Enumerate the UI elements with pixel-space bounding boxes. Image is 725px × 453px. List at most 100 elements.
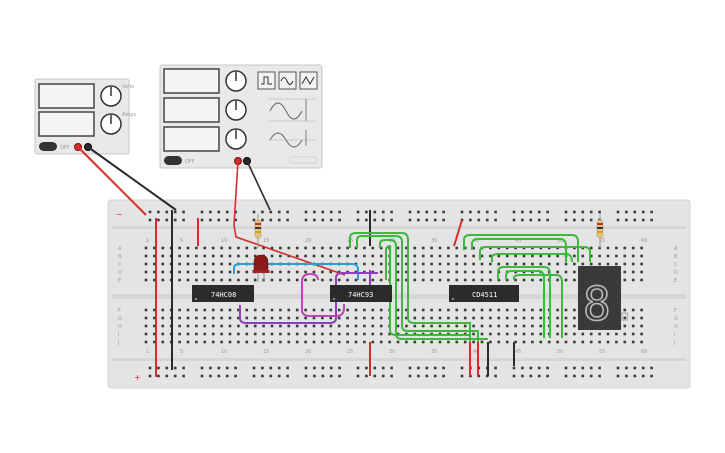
breadboard-hole[interactable] xyxy=(472,308,475,312)
breadboard-hole[interactable] xyxy=(405,340,408,344)
breadboard-hole[interactable] xyxy=(573,254,576,258)
breadboard-hole[interactable] xyxy=(220,246,223,250)
breadboard-hole[interactable] xyxy=(228,340,232,344)
breadboard-hole[interactable] xyxy=(477,218,481,222)
breadboard-hole[interactable] xyxy=(182,374,185,378)
breadboard-hole[interactable] xyxy=(200,210,204,214)
breadboard-hole[interactable] xyxy=(165,366,169,370)
breadboard-hole[interactable] xyxy=(356,218,360,222)
breadboard-hole[interactable] xyxy=(522,340,526,344)
breadboard-hole[interactable] xyxy=(447,262,450,266)
breadboard-hole[interactable] xyxy=(354,340,358,344)
breadboard-hole[interactable] xyxy=(153,254,156,258)
breadboard-hole[interactable] xyxy=(173,366,177,370)
breadboard-hole[interactable] xyxy=(363,316,366,320)
breadboard-hole[interactable] xyxy=(321,374,325,378)
breadboard-hole[interactable] xyxy=(421,262,425,266)
breadboard-hole[interactable] xyxy=(363,340,366,344)
breadboard-hole[interactable] xyxy=(556,278,559,282)
breadboard-hole[interactable] xyxy=(589,218,593,222)
breadboard-hole[interactable] xyxy=(505,316,509,320)
breadboard-hole[interactable] xyxy=(556,340,559,344)
breadboard-hole[interactable] xyxy=(211,254,215,258)
breadboard-hole[interactable] xyxy=(396,254,400,258)
breadboard-hole[interactable] xyxy=(321,270,324,274)
breadboard-hole[interactable] xyxy=(573,374,576,378)
breadboard-hole[interactable] xyxy=(373,210,377,214)
breadboard-hole[interactable] xyxy=(531,308,534,312)
breadboard-hole[interactable] xyxy=(161,254,165,258)
breadboard-hole[interactable] xyxy=(438,262,442,266)
breadboard-hole[interactable] xyxy=(514,332,517,336)
breadboard-hole[interactable] xyxy=(497,332,501,336)
breadboard-hole[interactable] xyxy=(425,210,429,214)
breadboard-hole[interactable] xyxy=(539,278,543,282)
breadboard-hole[interactable] xyxy=(430,262,433,266)
breadboard-hole[interactable] xyxy=(220,308,223,312)
breadboard-hole[interactable] xyxy=(556,332,559,336)
breadboard-hole[interactable] xyxy=(186,324,190,328)
breadboard-hole[interactable] xyxy=(625,366,628,370)
breadboard-hole[interactable] xyxy=(237,332,240,336)
breadboard-hole[interactable] xyxy=(430,308,433,312)
breadboard-hole[interactable] xyxy=(514,254,517,258)
breadboard-hole[interactable] xyxy=(211,270,215,274)
breadboard-hole[interactable] xyxy=(381,218,385,222)
breadboard-hole[interactable] xyxy=(346,254,349,258)
breadboard-hole[interactable] xyxy=(494,218,497,222)
breadboard-hole[interactable] xyxy=(153,262,156,266)
breadboard-hole[interactable] xyxy=(277,366,281,370)
breadboard-hole[interactable] xyxy=(497,324,501,328)
breadboard-hole[interactable] xyxy=(253,278,257,282)
breadboard-hole[interactable] xyxy=(144,278,148,282)
breadboard-hole[interactable] xyxy=(505,308,509,312)
breadboard-hole[interactable] xyxy=(641,374,645,378)
breadboard-hole[interactable] xyxy=(417,366,420,370)
breadboard-hole[interactable] xyxy=(195,254,198,258)
breadboard-hole[interactable] xyxy=(615,340,618,344)
breadboard-hole[interactable] xyxy=(606,254,610,258)
breadboard-hole[interactable] xyxy=(455,270,459,274)
breadboard-hole[interactable] xyxy=(531,278,534,282)
breadboard-hole[interactable] xyxy=(373,366,377,370)
breadboard-hole[interactable] xyxy=(430,340,433,344)
breadboard-hole[interactable] xyxy=(379,332,383,336)
breadboard-hole[interactable] xyxy=(631,246,635,250)
breadboard-hole[interactable] xyxy=(455,340,459,344)
breadboard-hole[interactable] xyxy=(381,374,385,378)
resistor-1[interactable] xyxy=(254,214,262,248)
breadboard-hole[interactable] xyxy=(396,316,400,320)
breadboard-hole[interactable] xyxy=(623,316,627,320)
breadboard-hole[interactable] xyxy=(203,316,207,320)
blue-wire[interactable] xyxy=(233,263,359,280)
breadboard-hole[interactable] xyxy=(631,340,635,344)
breadboard-hole[interactable] xyxy=(539,316,543,320)
breadboard-hole[interactable] xyxy=(564,210,568,214)
breadboard-hole[interactable] xyxy=(413,254,417,258)
breadboard-hole[interactable] xyxy=(312,308,316,312)
breadboard-hole[interactable] xyxy=(556,254,559,258)
breadboard-hole[interactable] xyxy=(295,254,299,258)
breadboard-hole[interactable] xyxy=(455,316,459,320)
breadboard-hole[interactable] xyxy=(220,262,223,266)
breadboard-hole[interactable] xyxy=(447,316,450,320)
breadboard-hole[interactable] xyxy=(329,254,333,258)
breadboard-hole[interactable] xyxy=(253,332,257,336)
breadboard-hole[interactable] xyxy=(371,308,375,312)
breadboard-hole[interactable] xyxy=(312,332,316,336)
breadboard-hole[interactable] xyxy=(148,218,152,222)
breadboard-hole[interactable] xyxy=(228,316,232,320)
breadboard-hole[interactable] xyxy=(547,340,551,344)
breadboard-hole[interactable] xyxy=(209,210,212,214)
breadboard-hole[interactable] xyxy=(390,218,393,222)
breadboard-hole[interactable] xyxy=(153,278,156,282)
breadboard-hole[interactable] xyxy=(442,374,445,378)
breadboard-hole[interactable] xyxy=(279,278,282,282)
breadboard-hole[interactable] xyxy=(480,254,484,258)
breadboard-hole[interactable] xyxy=(346,316,349,320)
breadboard-hole[interactable] xyxy=(396,340,400,344)
breadboard-hole[interactable] xyxy=(379,308,383,312)
breadboard-hole[interactable] xyxy=(425,366,429,370)
breadboard-hole[interactable] xyxy=(640,262,643,266)
breadboard-hole[interactable] xyxy=(371,324,375,328)
